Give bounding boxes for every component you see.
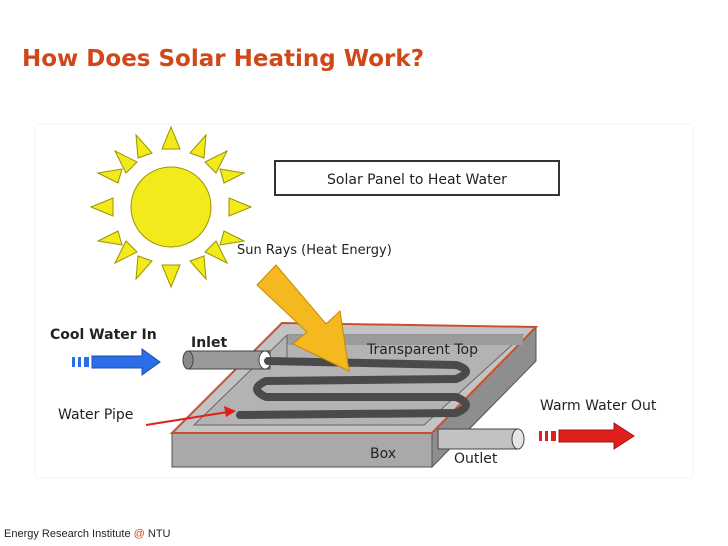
cool-water-in-label: Cool Water In [50,327,157,343]
inlet-pipe [182,350,272,370]
footer-org: NTU [147,528,171,540]
warm-water-arrow-icon [539,422,635,450]
solar-panel-diagram: Solar Panel to Heat Water Sun Rays (Heat… [36,125,692,477]
transparent-top-label: Transparent Top [366,342,478,358]
box-label: Box [370,446,396,462]
inlet-label: Inlet [191,335,227,351]
outlet-pipe [437,428,525,450]
footer-at: @ [133,528,145,540]
footer-institute: Energy Research Institute [4,528,131,540]
warm-water-out-label: Warm Water Out [540,398,657,414]
water-pipe-pointer-icon [145,406,236,426]
caption-box: Solar Panel to Heat Water [274,160,560,196]
slide-title: How Does Solar Heating Work? [22,46,425,72]
cool-water-arrow-icon [72,348,161,376]
outlet-label: Outlet [454,451,498,467]
water-pipe [236,357,470,419]
diagram-canvas: Solar Panel to Heat Water Sun Rays (Heat… [50,125,657,469]
caption-box-label: Solar Panel to Heat Water [327,172,507,188]
sun-icon [89,125,253,289]
sun-ray-arrow-icon [256,264,350,372]
water-pipe-label: Water Pipe [58,407,133,423]
footer: Energy Research Institute @ NTU [4,528,170,540]
sun-rays-label: Sun Rays (Heat Energy) [237,243,392,258]
